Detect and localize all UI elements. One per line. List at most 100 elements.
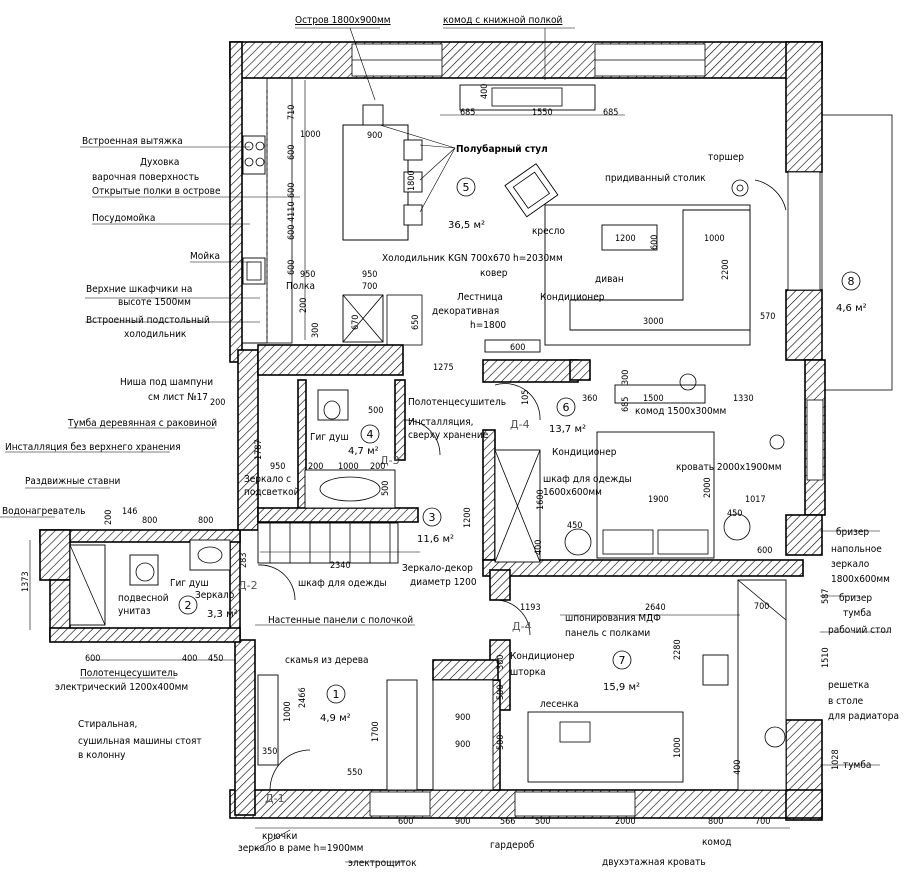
dim: 600 [287,260,297,275]
label-wardrobe-2-2: 1600х600мм [543,487,602,498]
label-upper-2: высоте 1500мм [118,297,191,308]
label-breezer-1: бризер [836,526,869,538]
label-shower-1: Гиг душ [310,432,349,443]
label-installation-1: Инсталляция, [408,417,473,428]
label-stairs-2: декоративная [432,306,499,317]
dim: 600 [650,235,660,250]
label-towel-el-2: электрический 1200х400мм [55,682,188,693]
bed [596,431,715,559]
label-bed: кровать 2000х1900мм [676,462,782,473]
dim: 685 [460,108,475,118]
door-3: Д-3 [380,454,400,467]
dim: 800 [708,817,723,827]
dim: 685 [603,108,618,118]
label-installation-2: сверху хранение [408,430,489,441]
bedroom-7 [386,579,787,791]
dim: 300 [311,323,321,338]
dim: 1000 [338,462,359,472]
label-floor-mirror-1: напольное [831,544,882,555]
dim: 566 [500,817,515,827]
dimension-lines [29,80,790,829]
dim: 200 [370,462,385,472]
wardrobe-hall [257,522,399,564]
label-cabinet-sink: Тумба деревянная с раковиной [67,417,217,429]
dresser [614,384,706,404]
dim: 200 [299,298,309,313]
dim: 900 [455,740,470,750]
label-bunk-bed: двухэтажная кровать [602,857,706,868]
label-desk: рабочий стол [828,624,892,636]
dim: 587 [821,589,831,604]
label-rug: ковер [480,268,508,279]
dim: 400 [733,760,743,775]
sofa [569,209,751,331]
dim: 600 [398,817,413,827]
dim: 1000 [283,701,293,722]
dim: 550 [347,768,362,778]
dim: 1193 [520,603,541,613]
label-mirror-decor-1: Зеркало-декор [402,563,473,574]
label-open-shelves: Открытые полки в острове [92,186,221,197]
label-wardrobe-hall: шкаф для одежды [298,578,387,589]
dim: 500 [535,817,550,827]
dim: 600 [287,225,297,240]
hob-icon [242,135,266,175]
label-washer-2: сушильная машины стоят [78,736,202,747]
dim: 900 [455,713,470,723]
dim: 146 [122,507,137,517]
dim: 2640 [645,603,666,613]
dim: 1000 [300,130,321,140]
dim: 600 [287,145,297,160]
room-1-area: 4,9 м² [320,713,351,724]
label-torcher: торшер [708,152,744,163]
bedroom-6 [494,373,785,563]
label-water-heater: Водонагреватель [2,506,85,517]
dim: 570 [760,312,775,322]
dim: 1900 [648,495,669,505]
dim: 1550 [532,108,553,118]
dim: 200 [210,398,225,408]
dim: 500 [496,735,506,750]
living-room [459,84,751,353]
label-bar-stool: Полубарный стул [456,143,548,155]
room-1-num: 1 [333,688,340,701]
label-sink: Мойка [190,251,220,262]
label-breezer-2: бризер [839,592,872,604]
label-hood: Встроенная вытяжка [82,136,183,147]
dim: 1500 [643,394,664,404]
dim: 400 [182,654,197,664]
label-wc-1: подвесной [118,593,169,604]
side-table [601,224,658,251]
dim: 400 [534,540,544,555]
dim: 1000 [704,234,725,244]
label-shower-2: Гиг душ [170,578,209,589]
label-mirror-backlit-2: подсветкой [244,487,300,498]
dim: 1000 [673,737,683,758]
label-wc-2: унитаз [118,606,151,617]
bunk-bed [527,711,684,783]
label-wardrobe-room: гардероб [490,839,535,851]
dim: 700 [755,817,770,827]
dim: 3000 [643,317,664,327]
dim: 400 [480,84,490,99]
room-6-num: 6 [563,401,570,414]
dim: 600 [85,654,100,664]
label-mirror: Зеркало [195,590,235,601]
exterior-walls [39,41,893,821]
label-shutters: Раздвижные ставни [25,476,120,487]
dim: 900 [455,817,470,827]
label-installation-none: Инсталляция без верхнего хранения [5,441,181,453]
label-towel-warmer: Полотенцесушитель [408,397,506,408]
label-washer-3: в колонну [78,750,126,761]
dim: 1700 [371,721,381,742]
dim: 700 [754,602,769,612]
label-fridge: Холодильник KGN 700х670 h=2030мм [382,253,563,264]
door-labels: Д-1 Д-2 Д-3 Д-4 Д-4 [238,418,532,805]
label-nightstand-1: тумба [843,607,871,619]
label-stairs-1: Лестница [457,292,503,303]
dim: 2000 [615,817,636,827]
dim: 2000 [703,477,713,498]
label-dishwasher: Посудомойка [92,213,155,224]
label-dresser-shelf: комод с книжной полкой [443,15,563,26]
room-2-area: 3,3 м² [207,609,238,620]
